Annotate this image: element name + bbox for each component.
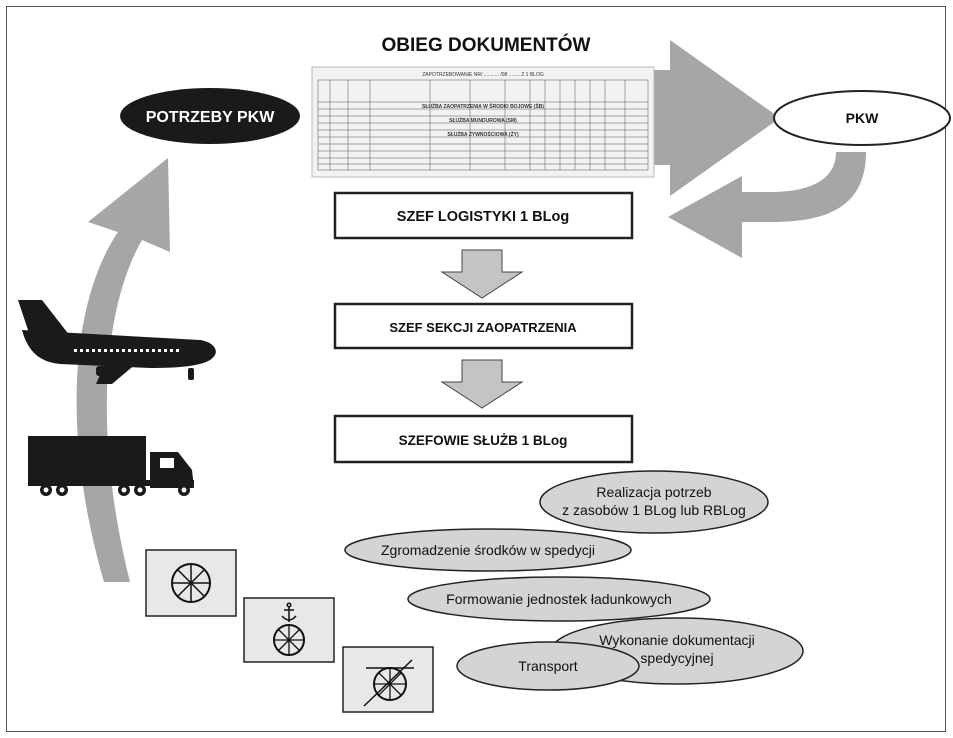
pkw-label: PKW	[846, 110, 879, 126]
wheel-sign-icon	[145, 549, 237, 617]
wykonanie-line-2: spedycyjnej	[640, 650, 713, 666]
diagram-title: OBIEG DOKUMENTÓW	[382, 34, 591, 56]
szef-logistyki-label: SZEF LOGISTYKI 1 BLog	[397, 209, 569, 225]
szef-logistyki-box	[333, 191, 634, 240]
realizacja-line-2: z zasobów 1 BLog lub RBLog	[562, 502, 746, 518]
requisition-document: ZAPOTRZEBOWANIE NR/ ........... /08 ....…	[311, 66, 655, 178]
zgromadzenie-label: Zgromadzenie środków w spedycji	[381, 542, 595, 558]
diagram-frame	[6, 6, 946, 732]
airplane-icon	[18, 300, 216, 384]
document-section-3: SŁUŻBA ŻYWNOŚCIOWA (ŻY)	[447, 131, 519, 138]
szef-sekcji-label: SZEF SEKCJI ZAOPATRZENIA	[389, 320, 577, 335]
crossed-wheel-sign-icon	[342, 646, 434, 713]
szefowie-sluzb-label: SZEFOWIE SŁUŻB 1 BLog	[399, 433, 568, 448]
document-header: ZAPOTRZEBOWANIE NR/ ........... /08 ....…	[422, 72, 544, 78]
wykonanie-line-1: Wykonanie dokumentacji	[599, 632, 755, 648]
szefowie-sluzb-box	[333, 414, 634, 464]
szef-sekcji-box	[333, 302, 634, 350]
down-arrow-2	[440, 359, 524, 409]
pkw-oval	[773, 90, 951, 146]
realizacja-oval: Realizacja potrzeb z zasobów 1 BLog lub …	[539, 470, 769, 534]
transport-oval: Transport	[456, 641, 640, 691]
arrow-pkw-to-szef	[668, 152, 866, 258]
truck-icon	[28, 436, 194, 496]
document-section-1: SŁUŻBA ZAOPATRZENIA W ŚRODKI BOJOWE (ŚB)	[422, 103, 544, 110]
potrzeby-pkw-label: POTRZEBY PKW	[146, 109, 276, 126]
formowanie-oval: Formowanie jednostek ładunkowych	[407, 576, 711, 622]
anchor-wheel-sign-icon	[243, 597, 335, 663]
transport-label: Transport	[518, 658, 578, 674]
potrzeby-pkw-oval	[120, 88, 300, 144]
down-arrow-1	[440, 249, 524, 299]
realizacja-line-1: Realizacja potrzeb	[596, 484, 711, 500]
document-section-2: SŁUŻBA MUNDUROWA (SM)	[449, 117, 517, 124]
zgromadzenie-oval: Zgromadzenie środków w spedycji	[344, 528, 632, 572]
formowanie-label: Formowanie jednostek ładunkowych	[446, 591, 672, 607]
